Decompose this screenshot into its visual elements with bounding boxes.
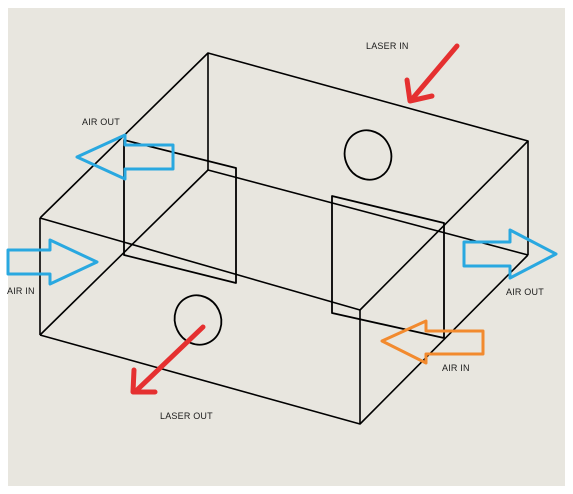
left-baffle-panel bbox=[123, 139, 237, 284]
laser-out-label: LASER OUT bbox=[160, 411, 213, 421]
inner-panels bbox=[123, 139, 445, 339]
background-panel bbox=[8, 8, 565, 486]
laser-out-arrow bbox=[130, 324, 206, 395]
air-out-right-arrow bbox=[462, 228, 558, 280]
air-in-right-arrow bbox=[380, 319, 485, 365]
laser-in-arrow bbox=[404, 43, 460, 104]
laser-in-port bbox=[343, 129, 393, 181]
air-out-right-label: AIR OUT bbox=[506, 287, 544, 297]
air-in-left-arrow bbox=[6, 238, 99, 286]
right-baffle-panel bbox=[331, 195, 445, 339]
laser-in-label: LASER IN bbox=[366, 41, 409, 51]
air-in-right-label: AIR IN bbox=[442, 363, 470, 373]
air-in-left-label: AIR IN bbox=[7, 286, 35, 296]
laser-out-port bbox=[173, 294, 223, 346]
air-out-left-label: AIR OUT bbox=[82, 117, 120, 127]
air-out-left-arrow bbox=[75, 133, 175, 181]
